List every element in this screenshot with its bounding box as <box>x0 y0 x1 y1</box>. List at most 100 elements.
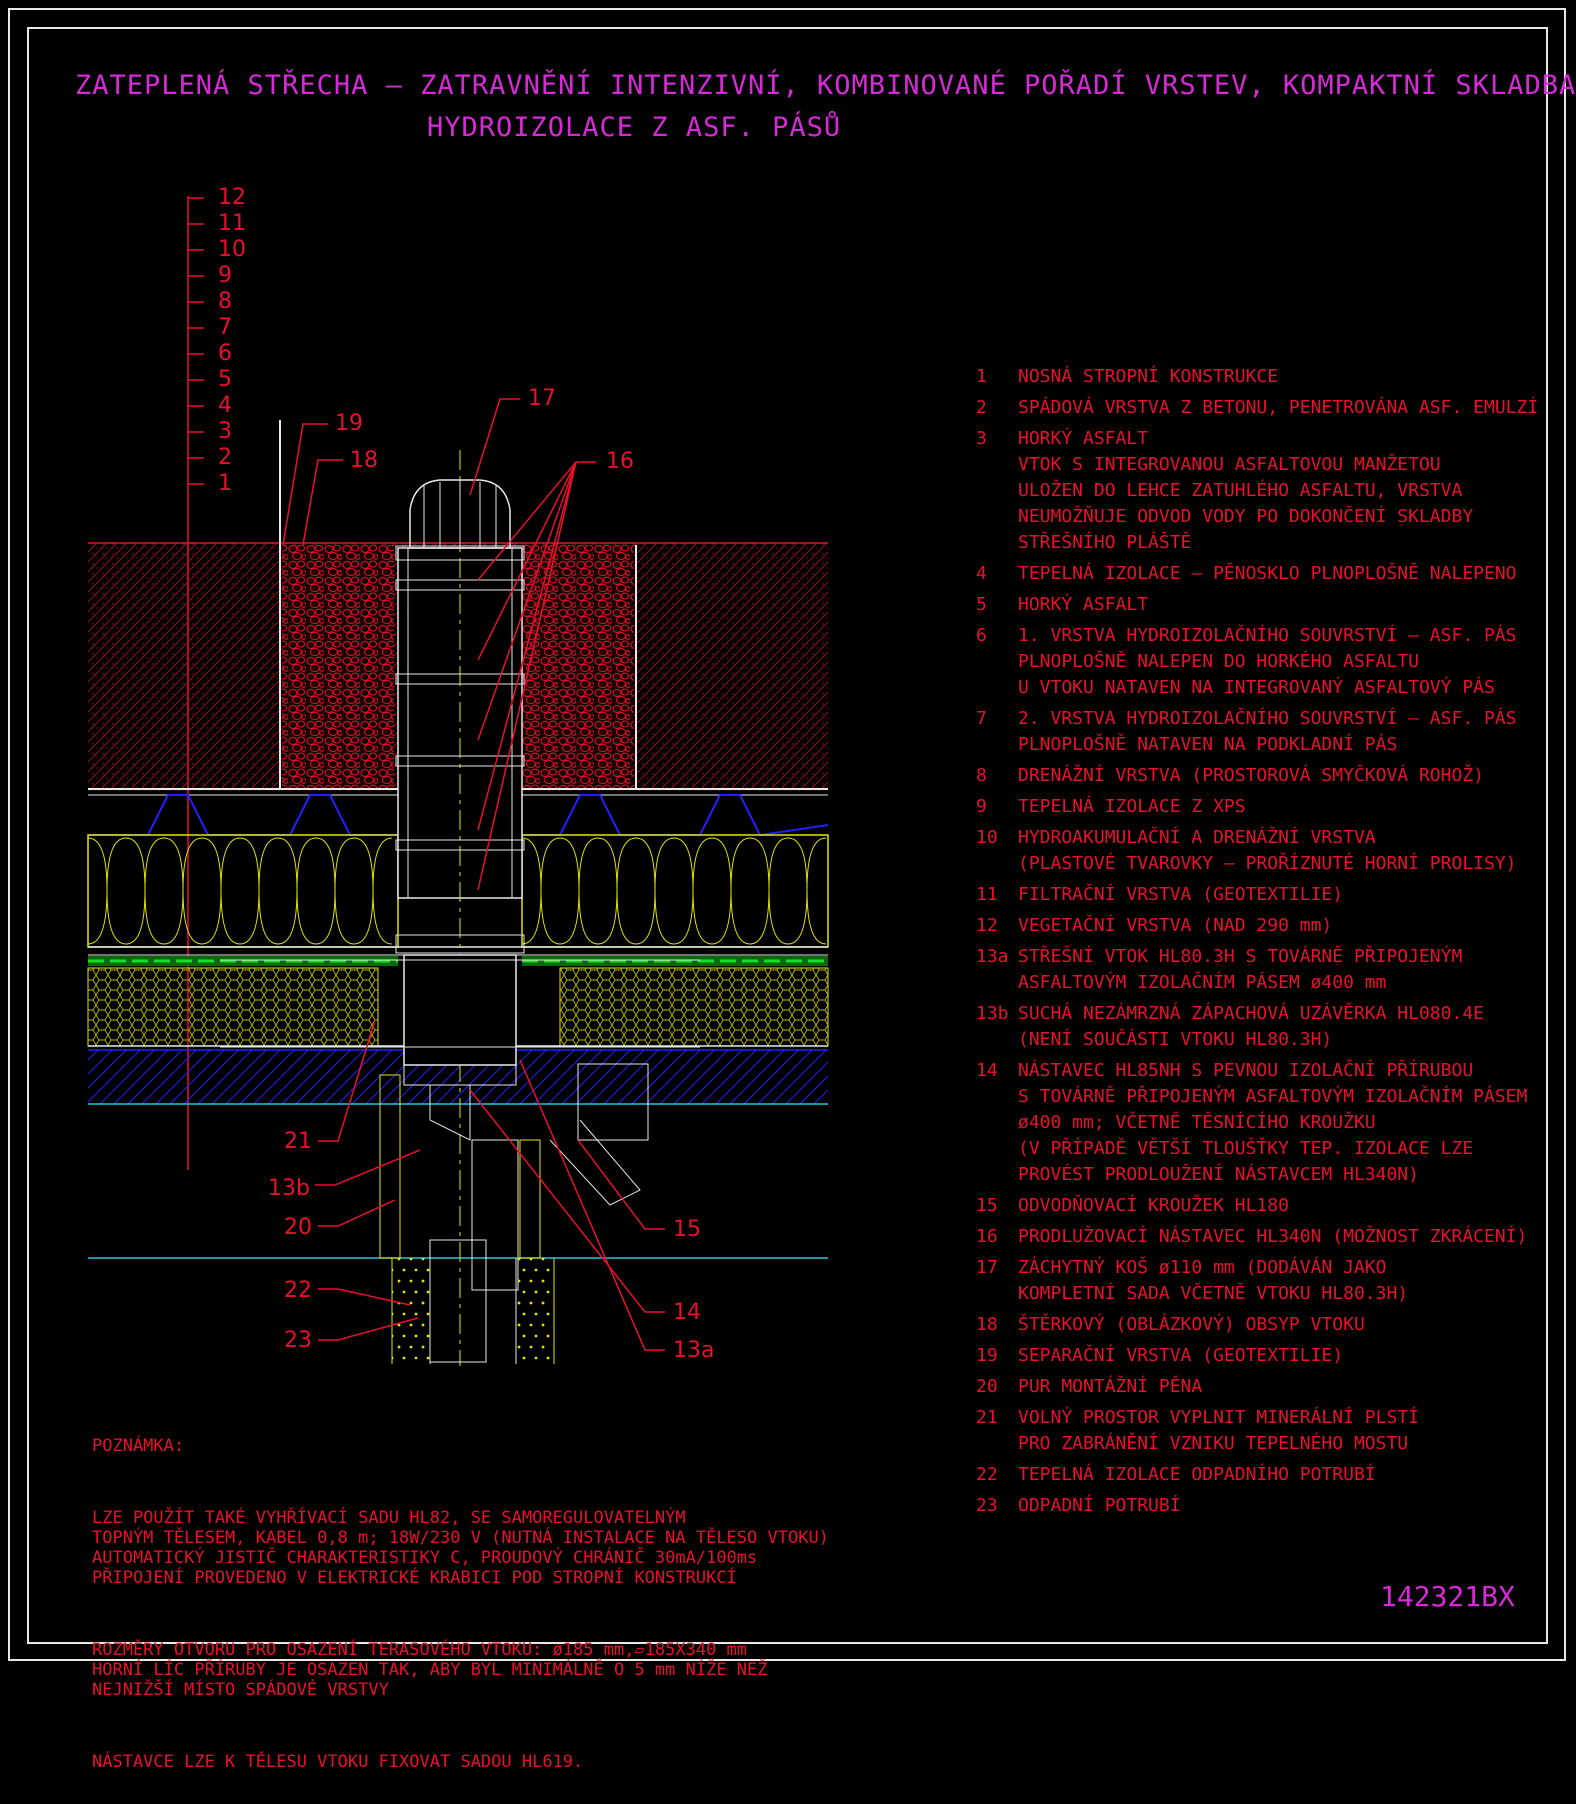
layer-scale-label: 3 <box>218 419 232 444</box>
legend-item: 13a STŘEŠNÍ VTOK HL80.3H S TOVÁRNĚ PŘIPOJ… <box>976 944 1536 996</box>
legend-item-number: 6 <box>976 625 987 646</box>
legend-item: 11 FILTRAČNÍ VRSTVA (GEOTEXTILIE) <box>976 882 1536 908</box>
layer-scale-label: 12 <box>218 185 246 210</box>
layer-scale-label: 11 <box>218 211 246 236</box>
legend-item-number: 19 <box>976 1345 998 1366</box>
legend-item-text: STŘEŠNÍ VTOK HL80.3H S TOVÁRNĚ PŘIPOJENÝ… <box>1018 946 1463 993</box>
legend-item-number: 18 <box>976 1314 998 1335</box>
legend-item: 4 TEPELNÁ IZOLACE – PĚNOSKLO PLNOPLOŠNĚ N… <box>976 561 1536 587</box>
xps-insulation-loop <box>673 837 713 945</box>
legend-item-text: SPÁDOVÁ VRSTVA Z BETONU, PENETROVÁNA ASF… <box>1018 397 1539 418</box>
legend-item: 20 PUR MONTÁŽNÍ PĚNA <box>976 1374 1536 1400</box>
xps-insulation-loop <box>239 837 279 945</box>
legend-item-number: 9 <box>976 796 987 817</box>
legend-item-number: 20 <box>976 1376 998 1397</box>
legend-item-number: 13a <box>976 946 1009 967</box>
legend-item-number: 16 <box>976 1226 998 1247</box>
legend-item-number: 2 <box>976 397 987 418</box>
legend-item-text: TEPELNÁ IZOLACE Z XPS <box>1018 796 1246 817</box>
xps-insulation-loop <box>749 837 789 945</box>
legend-item-text: SEPARAČNÍ VRSTVA (GEOTEXTILIE) <box>1018 1345 1344 1366</box>
xps-insulation-loop <box>635 837 675 945</box>
legend-item-text: VOLNÝ PROSTOR VYPLNIT MINERÁLNÍ PLSTÍ PR… <box>1018 1407 1419 1454</box>
legend-item: 16 PRODLUŽOVACÍ NÁSTAVEC HL340N (MOŽNOST … <box>976 1224 1536 1250</box>
xps-insulation-loop <box>277 837 317 945</box>
layer-scale-label: 6 <box>218 341 232 366</box>
legend-item-text: SUCHÁ NEZÁMRZNÁ ZÁPACHOVÁ UZÁVĚRKA HL080… <box>1018 1003 1484 1050</box>
legend-item-text: TEPELNÁ IZOLACE – PĚNOSKLO PLNOPLOŠNĚ NA… <box>1018 563 1517 584</box>
legend-item: 10 HYDROAKUMULAČNÍ A DRENÁŽNÍ VRSTVA (PLA… <box>976 825 1536 877</box>
xps-insulation-loop <box>711 837 751 945</box>
legend-item-text: NÁSTAVEC HL85NH S PEVNOU IZOLAČNÍ PŘÍRUB… <box>1018 1060 1528 1185</box>
xps-insulation-loop <box>163 837 203 945</box>
xps-insulation-loop <box>597 837 637 945</box>
layer-concrete <box>88 1049 828 1259</box>
legend-item: 15 ODVODŇOVACÍ KROUŽEK HL180 <box>976 1193 1536 1219</box>
legend-item-text: 1. VRSTVA HYDROIZOLAČNÍHO SOUVRSTVÍ – AS… <box>1018 625 1517 698</box>
legend-item: 7 2. VRSTVA HYDROIZOLAČNÍHO SOUVRSTVÍ – A… <box>976 706 1536 758</box>
roof-drain-assembly <box>220 450 700 1366</box>
legend-item-number: 23 <box>976 1495 998 1516</box>
legend-item-text: HYDROAKUMULAČNÍ A DRENÁŽNÍ VRSTVA (PLAST… <box>1018 827 1517 874</box>
note-block: POZNÁMKA: LZE POUŽÍT TAKÉ VYHŘÍVACÍ SADU… <box>92 1396 829 1804</box>
xps-insulation-loop <box>125 837 165 945</box>
note-paragraph-heating: LZE POUŽÍT TAKÉ VYHŘÍVACÍ SADU HL82, SE … <box>92 1508 829 1588</box>
legend-item-number: 22 <box>976 1464 998 1485</box>
legend-item: 21 VOLNÝ PROSTOR VYPLNIT MINERÁLNÍ PLSTÍ … <box>976 1405 1536 1457</box>
legend-item-number: 11 <box>976 884 998 905</box>
legend-item: 22 TEPELNÁ IZOLACE ODPADNÍHO POTRUBÍ <box>976 1462 1536 1488</box>
legend-item-number: 7 <box>976 708 987 729</box>
legend-item-text: ZÁCHYTNÝ KOŠ ø110 mm (DODÁVÁN JAKO KOMPL… <box>1018 1257 1409 1304</box>
legend-item: 3 HORKÝ ASFALT VTOK S INTEGROVANOU ASFALT… <box>976 426 1536 556</box>
note-heading: POZNÁMKA: <box>92 1436 185 1456</box>
layer-scale-label: 10 <box>218 237 246 262</box>
layer-scale-label: 5 <box>218 367 232 392</box>
note-paragraph-opening: ROZMĚRY OTVORU PRO OSAZENÍ TERASOVÉHO VT… <box>92 1640 768 1700</box>
legend-item-number: 3 <box>976 428 987 449</box>
legend-item-number: 21 <box>976 1407 998 1428</box>
legend-item-text: 2. VRSTVA HYDROIZOLAČNÍHO SOUVRSTVÍ – AS… <box>1018 708 1517 755</box>
legend-item-number: 13b <box>976 1003 1009 1024</box>
xps-insulation-loop <box>315 837 355 945</box>
layer-scale-label: 1 <box>218 471 232 496</box>
drawing-number: 142321BX <box>1380 1580 1515 1613</box>
legend-item-text: HORKÝ ASFALT VTOK S INTEGROVANOU ASFALTO… <box>1018 428 1474 553</box>
legend-item-number: 15 <box>976 1195 998 1216</box>
legend-item-text: PRODLUŽOVACÍ NÁSTAVEC HL340N (MOŽNOST ZK… <box>1018 1226 1528 1247</box>
xps-insulation-loop <box>353 837 393 945</box>
waste-pipe <box>391 1258 555 1364</box>
layer-waterproofing <box>88 956 828 966</box>
legend-item: 13b SUCHÁ NEZÁMRZNÁ ZÁPACHOVÁ UZÁVĚRKA HL… <box>976 1001 1536 1053</box>
legend-item-text: VEGETAČNÍ VRSTVA (NAD 290 mm) <box>1018 915 1333 936</box>
legend-item-number: 10 <box>976 827 998 848</box>
legend-item-number: 4 <box>976 563 987 584</box>
inner-frame <box>27 27 1548 1644</box>
legend-item-number: 5 <box>976 594 987 615</box>
legend-item-text: ODPADNÍ POTRUBÍ <box>1018 1495 1181 1516</box>
legend-item-number: 8 <box>976 765 987 786</box>
legend-item-text: ODVODŇOVACÍ KROUŽEK HL180 <box>1018 1195 1289 1216</box>
xps-insulation-loop <box>87 837 127 945</box>
gravel-surround <box>279 420 637 790</box>
legend-item-text: TEPELNÁ IZOLACE ODPADNÍHO POTRUBÍ <box>1018 1464 1376 1485</box>
leader-lines <box>282 398 665 1351</box>
layer-scale-label: 2 <box>218 445 232 470</box>
xps-insulation-loop <box>559 837 599 945</box>
legend-item-text: PUR MONTÁŽNÍ PĚNA <box>1018 1376 1203 1397</box>
legend-item: 2 SPÁDOVÁ VRSTVA Z BETONU, PENETROVÁNA AS… <box>976 395 1539 421</box>
legend-item: 19 SEPARAČNÍ VRSTVA (GEOTEXTILIE) <box>976 1343 1536 1369</box>
legend-item: 9 TEPELNÁ IZOLACE Z XPS <box>976 794 1536 820</box>
legend-item-text: ŠTĚRKOVÝ (OBLÁZKOVÝ) OBSYP VTOKU <box>1018 1314 1365 1335</box>
layer-scale-label: 4 <box>218 393 232 418</box>
layer-scale-label: 8 <box>218 289 232 314</box>
legend-item-text: FILTRAČNÍ VRSTVA (GEOTEXTILIE) <box>1018 884 1344 905</box>
legend-item: 23 ODPADNÍ POTRUBÍ <box>976 1493 1536 1519</box>
layer-foamglass <box>87 967 829 1047</box>
